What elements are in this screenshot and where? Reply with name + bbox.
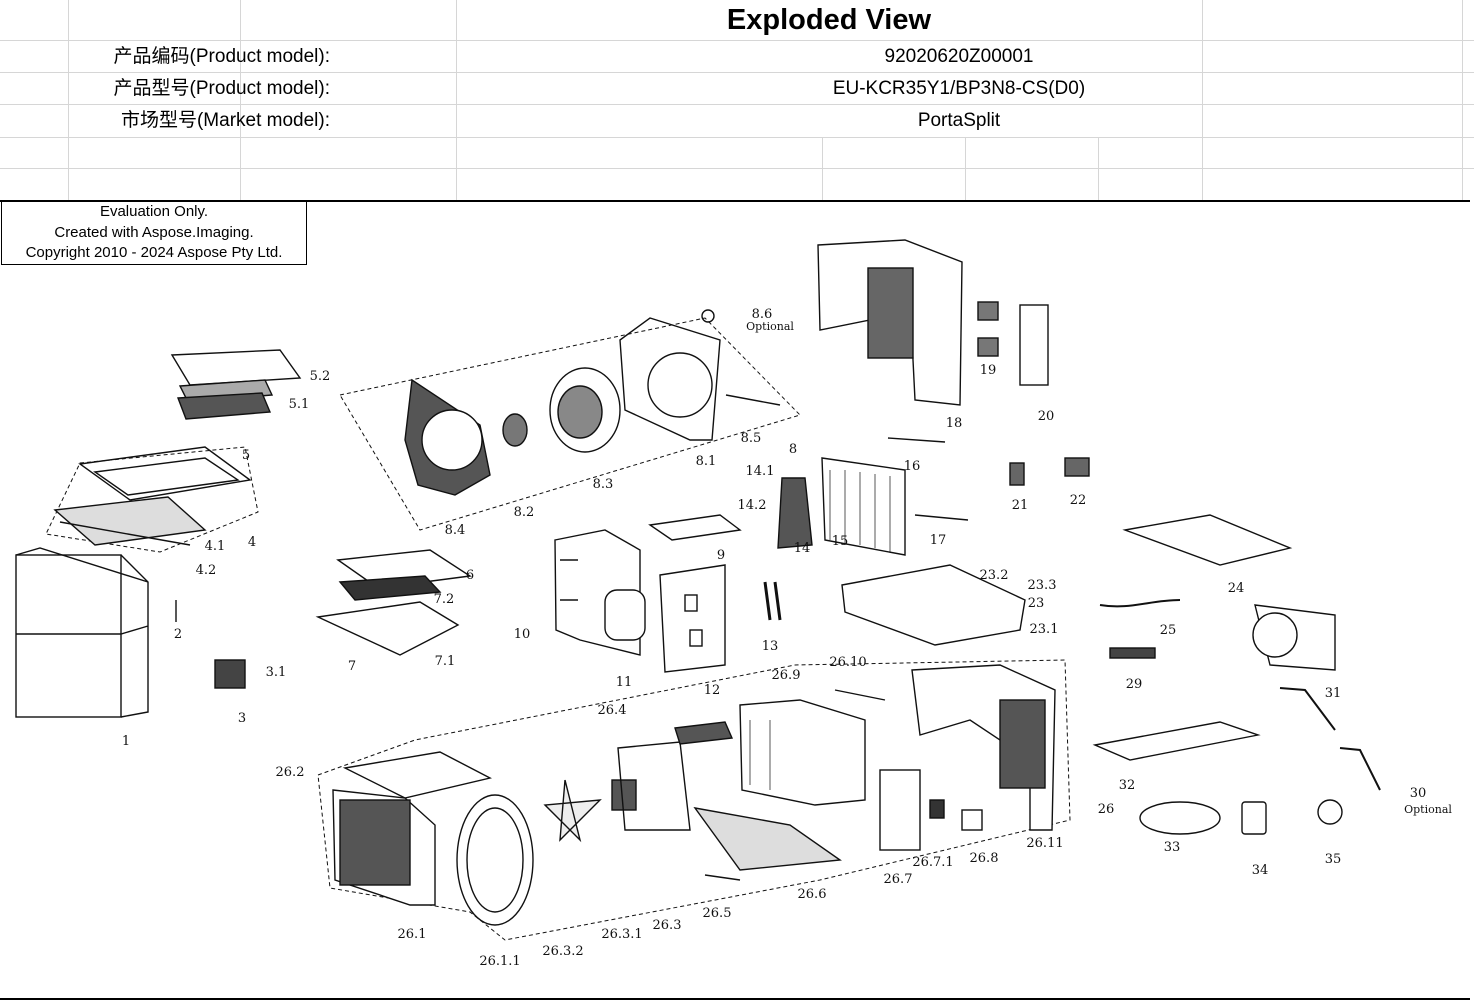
part-label-20: 20 [1038,409,1055,424]
part-label-22: 22 [1070,493,1087,508]
part-label-8: 8 [789,442,797,457]
grid-line [240,0,241,200]
market-model-value[interactable]: PortaSplit [917,110,1001,131]
part-label-26-6: 26.6 [798,887,827,902]
part-label-26-2: 26.2 [276,765,305,780]
part-label-5-1: 5.1 [289,397,310,412]
part-label-8-3: 8.3 [593,477,614,492]
part-label-26-10: 26.10 [829,655,866,670]
part-label-26-8: 26.8 [970,851,999,866]
part-label-8-1: 8.1 [696,454,717,469]
part-label-26: 26 [1098,802,1115,817]
part-label-8-2: 8.2 [514,505,535,520]
part-label-14: 14 [794,541,811,556]
part-label-21: 21 [1012,498,1029,513]
part-label-18: 18 [946,416,963,431]
part-label-11: 11 [616,675,633,690]
part-label-13: 13 [762,639,779,654]
optional-note: Optional [746,320,794,333]
part-label-23-2: 23.2 [980,568,1009,583]
part-label-4-1: 4.1 [205,539,226,554]
part-label-14-2: 14.2 [738,498,767,513]
diagram-frame [0,200,1470,1000]
part-label-25: 25 [1160,623,1177,638]
part-label-23: 23 [1028,596,1045,611]
part-label-4-2: 4.2 [196,563,217,578]
product-model-value[interactable]: EU-KCR35Y1/BP3N8-CS(D0) [832,78,1086,99]
part-label-17: 17 [930,533,947,548]
part-label-4: 4 [248,535,256,550]
market-model-label: 市场型号(Market model): [120,110,330,131]
part-label-10: 10 [514,627,531,642]
part-label-3: 3 [238,711,246,726]
watermark-line: Created with Aspose.Imaging. [54,223,254,241]
part-label-23-3: 23.3 [1028,578,1057,593]
part-label-15: 15 [832,534,849,549]
watermark-line: Copyright 2010 - 2024 Aspose Pty Ltd. [25,244,283,261]
product-code-label: 产品编码(Product model): [113,46,330,67]
part-label-26-7-1: 26.7.1 [912,855,953,870]
grid-line [0,72,1474,73]
watermark-line: Evaluation Only. [99,203,209,220]
grid-line [0,40,1474,41]
evaluation-watermark: Evaluation Only. Created with Aspose.Ima… [1,201,307,265]
part-label-30: 30 [1410,786,1427,801]
part-label-9: 9 [717,548,725,563]
part-label-3-1: 3.1 [266,665,287,680]
part-label-26-4: 26.4 [598,703,627,718]
part-label-35: 35 [1325,852,1342,867]
part-label-26-3-1: 26.3.1 [601,927,642,942]
part-label-2: 2 [174,627,182,642]
part-label-8-5: 8.5 [741,431,762,446]
part-label-8-4: 8.4 [445,523,466,538]
part-label-23-1: 23.1 [1030,622,1059,637]
grid-line [456,0,457,200]
part-label-29: 29 [1126,677,1143,692]
part-label-34: 34 [1252,863,1269,878]
part-label-19: 19 [980,363,997,378]
product-model-label: 产品型号(Product model): [113,78,330,99]
optional-note: Optional [1404,803,1452,816]
part-label-26-1-1: 26.1.1 [479,954,520,969]
grid-line [0,137,1474,138]
part-label-26-3-2: 26.3.2 [542,944,583,959]
part-label-33: 33 [1164,840,1181,855]
part-label-7-2: 7.2 [434,592,455,607]
part-label-26-11: 26.11 [1026,836,1063,851]
part-label-26-7: 26.7 [884,872,913,887]
page-title: Exploded View [726,4,932,36]
part-label-26-3: 26.3 [653,918,682,933]
grid-line [0,168,1474,169]
part-label-5: 5 [242,448,250,463]
part-label-7: 7 [348,659,356,674]
part-label-31: 31 [1325,686,1342,701]
part-label-14-1: 14.1 [746,464,775,479]
part-label-26-9: 26.9 [772,668,801,683]
grid-line [0,104,1474,105]
part-label-16: 16 [904,459,921,474]
grid-line [1202,0,1203,200]
part-label-1: 1 [122,734,130,749]
part-label-26-5: 26.5 [703,906,732,921]
grid-line [1462,0,1463,200]
part-label-12: 12 [704,683,721,698]
part-label-5-2: 5.2 [310,369,331,384]
part-label-8-6: 8.6 [752,307,773,322]
spreadsheet-header: Exploded View 产品编码(Product model): 92020… [0,0,1474,200]
parts-drawing [15,239,1381,941]
part-label-24: 24 [1228,581,1245,596]
part-label-26-1: 26.1 [398,927,427,942]
part-label-6: 6 [466,568,474,583]
part-label-7-1: 7.1 [435,654,456,669]
group-outline [45,317,1071,941]
grid-line [68,0,69,200]
part-label-32: 32 [1119,778,1136,793]
product-code-value[interactable]: 92020620Z00001 [884,46,1034,67]
